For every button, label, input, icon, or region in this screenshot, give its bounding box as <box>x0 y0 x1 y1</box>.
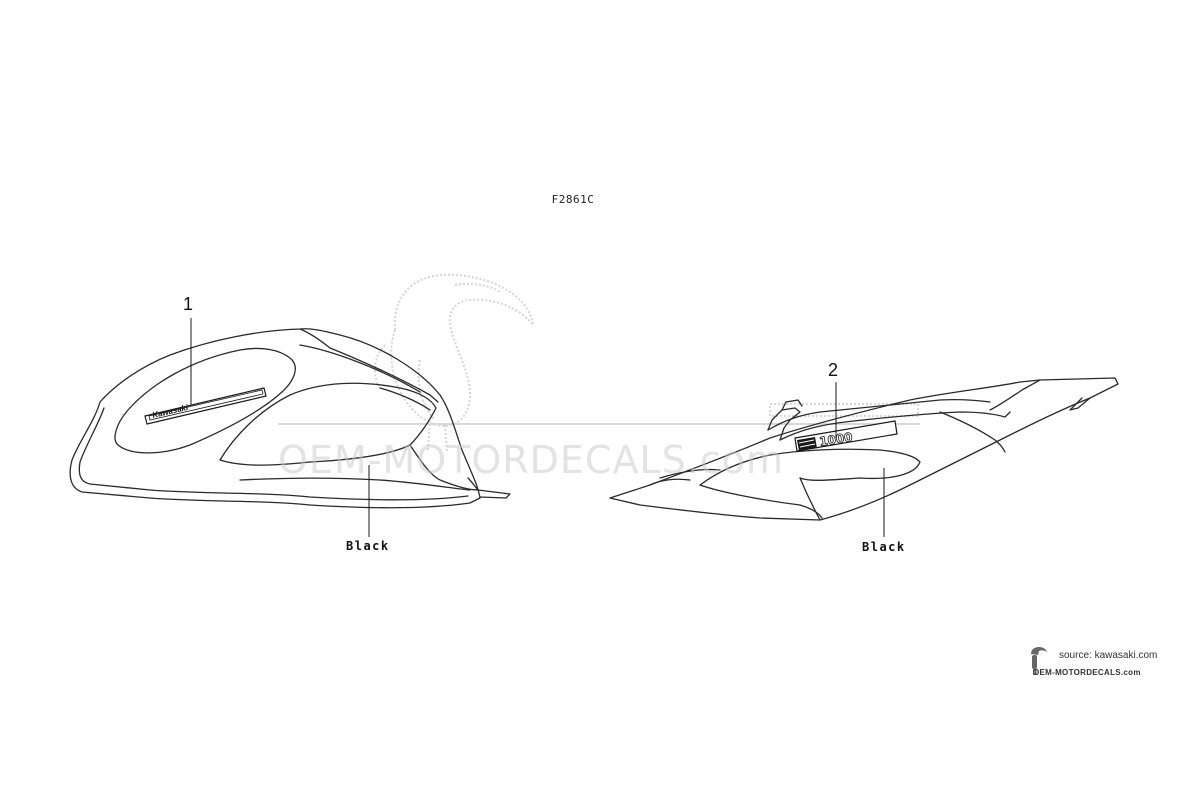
source-toucan-icon <box>1031 647 1047 675</box>
cowl-side-panel <box>699 448 921 486</box>
source-brand: OEM-MOTORDECALS.com <box>1033 668 1141 677</box>
seat-cowl-part <box>609 377 1119 521</box>
figure-code: F2861C <box>551 193 595 206</box>
source-line: source: kawasaki.com <box>1059 650 1158 661</box>
cowl-upper-seat <box>767 398 991 431</box>
watermark-text: OEM-MOTORDECALS.com <box>278 438 784 482</box>
color-label-part-2: Black <box>862 540 906 554</box>
1000-decal-text: 1000 <box>818 430 853 449</box>
kawasaki-decal: Kawasaki <box>144 387 267 425</box>
callout-number-1: 1 <box>183 294 194 314</box>
tank-side-panel <box>219 382 437 466</box>
leader-lines <box>190 318 885 537</box>
1000-decal: 1000 <box>794 420 898 452</box>
source-attribution: source: kawasaki.com OEM-MOTORDECALS.com <box>1025 644 1175 680</box>
watermark-bar <box>278 403 920 425</box>
tank-top-panel <box>299 328 439 403</box>
color-label-part-1: Black <box>346 539 390 553</box>
tank-inner-outline <box>78 407 469 501</box>
tank-badge-recess <box>114 347 296 454</box>
callout-number-2: 2 <box>828 360 839 380</box>
tank-outer-outline <box>69 328 481 509</box>
grab-bracket <box>767 407 801 441</box>
fuel-tank-part <box>69 328 511 509</box>
